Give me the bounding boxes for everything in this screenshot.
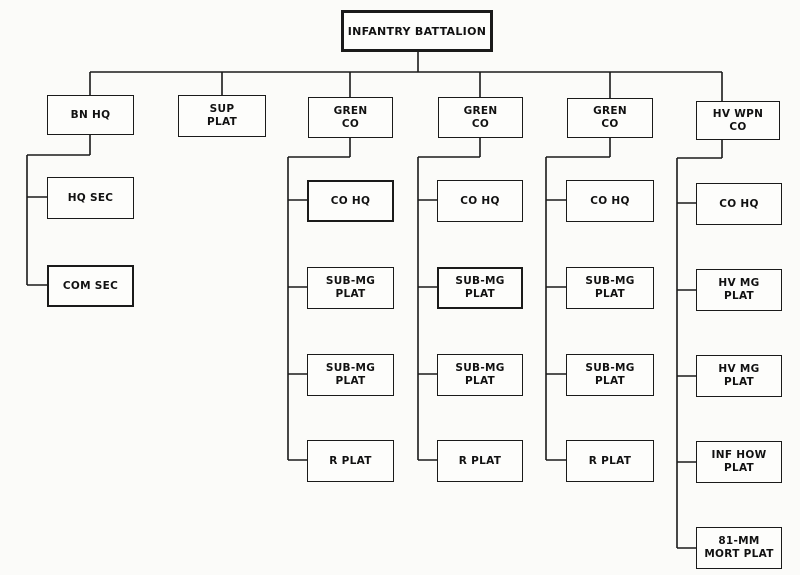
hv-wpn-co-box: HV WPN CO	[696, 101, 780, 140]
com-sec-box: COM SEC	[47, 265, 134, 307]
gren-co-2-box: GREN CO	[438, 97, 523, 138]
gren-co-3-co-hq-box: CO HQ	[566, 180, 654, 222]
inf-how-plat-box: INF HOW PLAT	[696, 441, 782, 483]
gren-co-1-sub-mg-plat-1-box: SUB-MG PLAT	[307, 267, 394, 309]
gren-co-1-co-hq-box: CO HQ	[307, 180, 394, 222]
hq-sec-box: HQ SEC	[47, 177, 134, 219]
gren-co-2-sub-mg-plat-2-box: SUB-MG PLAT	[437, 354, 523, 396]
bn-hq-box: BN HQ	[47, 95, 134, 135]
gren-co-1-box: GREN CO	[308, 97, 393, 138]
gren-co-3-r-plat-box: R PLAT	[566, 440, 654, 482]
gren-co-1-r-plat-box: R PLAT	[307, 440, 394, 482]
gren-co-3-sub-mg-plat-2-box: SUB-MG PLAT	[566, 354, 654, 396]
hv-mg-plat-2-box: HV MG PLAT	[696, 355, 782, 397]
gren-co-2-co-hq-box: CO HQ	[437, 180, 523, 222]
gren-co-1-sub-mg-plat-2-box: SUB-MG PLAT	[307, 354, 394, 396]
hv-mg-plat-1-box: HV MG PLAT	[696, 269, 782, 311]
sup-plat-box: SUP PLAT	[178, 95, 266, 137]
gren-co-2-sub-mg-plat-1-box: SUB-MG PLAT	[437, 267, 523, 309]
81mm-mort-plat-box: 81-MM MORT PLAT	[696, 527, 782, 569]
infantry-battalion-box: INFANTRY BATTALION	[341, 10, 493, 52]
gren-co-3-sub-mg-plat-1-box: SUB-MG PLAT	[566, 267, 654, 309]
gren-co-2-r-plat-box: R PLAT	[437, 440, 523, 482]
hv-wpn-co-hq-box: CO HQ	[696, 183, 782, 225]
gren-co-3-box: GREN CO	[567, 98, 653, 138]
